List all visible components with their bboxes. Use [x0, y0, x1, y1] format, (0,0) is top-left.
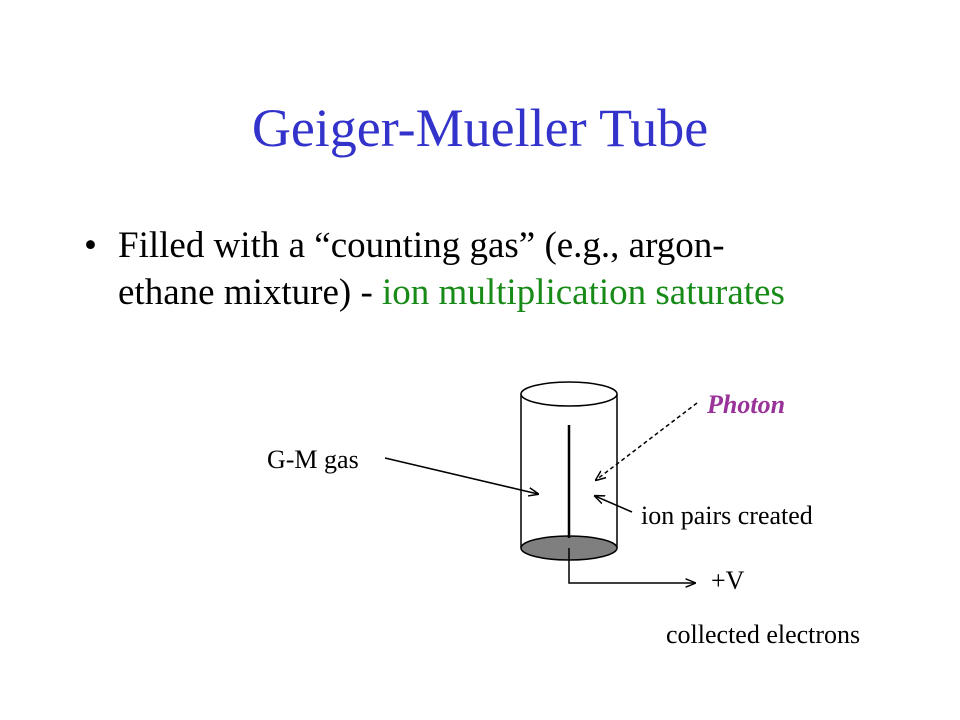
bullet-highlight-text: ion multiplication saturates — [382, 272, 785, 313]
bullet-marker: • — [84, 225, 97, 266]
output-arrow — [568, 548, 695, 583]
collected-electrons-label: collected electrons — [666, 620, 861, 649]
bullet-text: Filled with a “counting gas” (e.g., argo… — [118, 222, 888, 316]
bullet-line-2-plain: ethane mixture) - — [118, 272, 383, 313]
gm-gas-label: G-M gas — [267, 445, 359, 474]
voltage-label: +V — [711, 566, 745, 595]
tube-top-cap — [520, 381, 618, 407]
ion-pairs-arrow — [595, 496, 633, 513]
ion-pairs-label: ion pairs created — [641, 501, 813, 530]
gm-gas-arrow — [384, 457, 538, 494]
slide-title: Geiger-Mueller Tube — [251, 98, 709, 158]
photon-label: Photon — [707, 390, 786, 419]
bullet-line-2: ethane mixture) - ion multiplication sat… — [118, 269, 888, 316]
tube — [520, 381, 618, 561]
photon-arrow — [596, 402, 698, 480]
bullet-line-1: Filled with a “counting gas” (e.g., argo… — [118, 225, 725, 266]
